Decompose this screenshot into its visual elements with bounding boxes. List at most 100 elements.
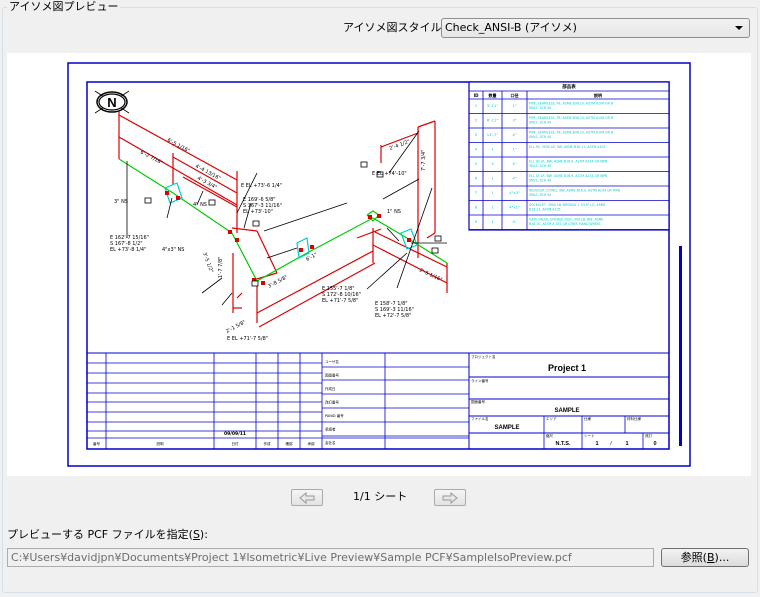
bom-cell: 7 <box>475 190 478 195</box>
bom-cell: 3 <box>475 132 478 137</box>
browse-accesskey: B <box>706 551 715 564</box>
next-sheet-button[interactable] <box>434 489 466 506</box>
bom-cell: 1 <box>491 219 494 224</box>
file-label: ファイル名 <box>471 416 489 421</box>
bom-desc: SMLS, SCH 40 <box>529 164 551 168</box>
reducer-label: 4"x3" NS <box>162 247 184 253</box>
bom-desc: SMLS, SCH 40 <box>529 179 551 183</box>
item-tags <box>144 161 442 287</box>
prev-sheet-button[interactable] <box>291 489 323 506</box>
bom-cell: 4"x3" <box>509 190 520 195</box>
drawing-preview: N <box>7 53 751 476</box>
area-label: エリア <box>546 416 557 421</box>
sheet-indicator: 1/1 シート <box>353 490 408 503</box>
revision-right-label: 図面番号 <box>325 373 339 378</box>
browse-button[interactable]: 参照(B)... <box>661 548 749 567</box>
coord-label: EL +73'-10" <box>243 209 273 215</box>
revision-footer-label: 番号 <box>93 441 100 446</box>
revision-right-label: 承認者 <box>325 427 336 432</box>
bom-cell: 3 <box>491 161 494 166</box>
revision-footer-label: 日付 <box>232 441 239 446</box>
bom-header: ID <box>474 93 479 98</box>
drawing-number: SAMPLE <box>554 408 579 414</box>
bom-desc: PIPE, SEAMLESS, PE, ASME B36.10, ASTM A1… <box>529 102 613 106</box>
bom-desc: GATE VALVE, DOUBLE DISC, 300 LB, BW, ASM… <box>529 218 603 222</box>
fittings <box>164 182 418 259</box>
revision-right-label: ユーザ名 <box>325 359 339 364</box>
bom-cell: 3" <box>512 118 516 123</box>
dim-label: 2'-1 5/8" <box>225 319 247 334</box>
pcf-label-suffix: ): <box>199 528 208 541</box>
revision-date: 09/09/11 <box>224 431 246 437</box>
revision-value: 0 <box>653 441 656 447</box>
sheet-inner-border <box>86 81 670 450</box>
scale-label: 縮尺 <box>546 433 554 438</box>
coord-label: S 167'-8 1/2" <box>110 241 143 247</box>
coord-label: E 158'-7 1/8" <box>375 301 408 307</box>
elevation-label: E EL +71'-7 5/8" <box>227 336 268 342</box>
coord-label: E 169'-6 5/8" <box>243 197 276 203</box>
browse-suffix: )... <box>714 551 730 564</box>
leader-lines <box>126 130 447 306</box>
spec-label: 仕様 <box>584 416 592 421</box>
bom-desc: SMLS, SCH 40 <box>529 121 551 125</box>
dim-label: 1'-7 7/8" <box>218 257 224 278</box>
bom-cell: 4" <box>512 161 516 166</box>
file-name: SAMPLE <box>494 425 519 431</box>
bom-desc: SMLS, SCH 40 <box>529 106 551 110</box>
bom-desc: SMLS, SCH 40 <box>529 193 551 197</box>
revision-table: 09/09/11番号説明日付作成確認承認ユーザ名図面番号作成日改訂番号PANID… <box>87 352 469 449</box>
bom-cell: 5 <box>475 161 478 166</box>
pipe-route <box>118 158 448 282</box>
revision-right-label: 会社名 <box>325 440 336 445</box>
project-label: プロジェクト名 <box>471 354 496 359</box>
north-label: N <box>107 95 116 110</box>
dim-label: 6'-1" <box>305 252 318 263</box>
revision-right-label: 改訂番号 <box>325 400 339 405</box>
bom-title: 部品表 <box>562 83 576 90</box>
bom-cell: 2 <box>475 118 478 123</box>
bom-desc: ELL 45 LR, BW, ASME B16.9, ASTM A234 GR … <box>529 174 607 178</box>
elevation-label: E EL +73'-6 1/4" <box>241 183 282 189</box>
bom-cell: 1" <box>512 103 516 108</box>
sheet-number: 1 <box>595 441 598 447</box>
sheet-label: シート <box>584 434 595 438</box>
pcf-path-input[interactable]: C:¥Users¥davidjpn¥Documents¥Project 1¥Is… <box>7 548 654 567</box>
dimension-labels: 6'-5 1/16" 6'-2 7/16" 4'-4 13/16" 4'-3 3… <box>110 137 443 342</box>
pcf-label-accesskey: S <box>192 528 200 541</box>
bom-desc: B16.11, ASTM A105 <box>529 208 561 212</box>
chevron-down-icon[interactable] <box>735 26 743 30</box>
bom-cell: 4" <box>512 132 516 137</box>
pcf-file-label: プレビューする PCF ファイルを指定(S): <box>7 528 208 542</box>
bom-cell: 4"x1" <box>509 205 520 210</box>
style-label: アイソメ図スタイル: <box>343 21 446 34</box>
coord-label: E 162'-7 15/16" <box>110 235 149 241</box>
bom-cell: 9 <box>475 219 478 224</box>
browse-label: 参照( <box>680 551 707 564</box>
arrow-right-icon <box>442 492 458 504</box>
bom-desc: ELL 90, 3000 LB, SW, ASME B16.11, ASTM A… <box>529 145 605 149</box>
dim-label: 2'-5 1/16" <box>418 267 443 283</box>
iso-style-dropdown[interactable]: Check_ANSI-B (アイソメ) <box>441 18 750 38</box>
bom-cell: 3'-11" <box>487 103 499 108</box>
revision-footer-label: 説明 <box>157 441 164 446</box>
dim-label: 7'-7 3/4" <box>421 150 427 171</box>
isometric-preview-group <box>2 7 758 593</box>
bom-cell: 1 <box>491 205 494 210</box>
dim-label: 6'-5 1/16" <box>166 137 191 154</box>
revision-label: 改訂 <box>645 433 653 438</box>
line-label: ライン番号 <box>471 378 489 383</box>
dimension-lines <box>118 111 448 328</box>
coord-label: EL +72'-7 5/8" <box>375 313 411 319</box>
dim-label: 3" NS <box>114 199 128 205</box>
bom-header: 数量 <box>488 92 497 98</box>
coord-label: S 172'-8 10/16" <box>322 292 361 298</box>
bom-cell: 1 <box>491 176 494 181</box>
bom-desc: REDUCER (CONC), BW, ASME B16.9, ASTM A23… <box>529 189 620 193</box>
revision-footer-label: 承認 <box>308 441 316 446</box>
